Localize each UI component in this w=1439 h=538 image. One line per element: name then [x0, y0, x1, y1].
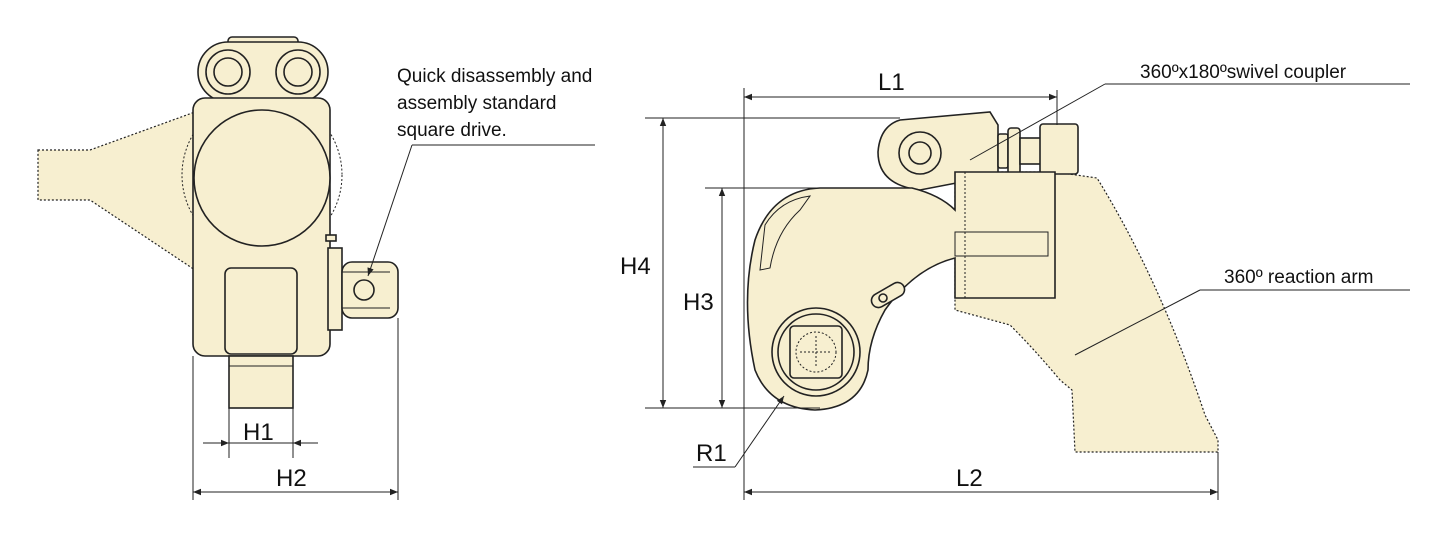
dim-l2-label: L2 [956, 465, 983, 492]
dim-h2-label: H2 [276, 465, 307, 492]
front-body-slot [759, 195, 812, 271]
side-view [37, 36, 595, 500]
coupler-neck [1019, 137, 1043, 165]
square-drive-pin [353, 279, 375, 301]
square-drive-flange [327, 247, 343, 331]
dim-h3-label: H3 [683, 289, 714, 316]
reaction-arm-label: 360º reaction arm [1224, 267, 1374, 288]
square-drive-note-line1: Quick disassembly and [397, 66, 592, 87]
side-bottom-stub [228, 355, 294, 409]
coupler-fitting [1039, 123, 1079, 175]
square-drive-note-line3: square drive. [397, 120, 507, 141]
square-drive-collar-top [325, 234, 337, 242]
dim-r1-label: R1 [696, 440, 727, 467]
swivel-roller-left-inner [213, 57, 243, 87]
side-reaction-arm-ghost [37, 111, 196, 272]
side-drive-circle [193, 109, 331, 247]
front-body-window [954, 231, 1049, 257]
dim-l1-label: L1 [878, 69, 905, 96]
square-drive-note-line2: assembly standard [397, 93, 556, 114]
swivel-roller-right-inner [283, 57, 313, 87]
front-view [645, 83, 1410, 500]
swivel-coupler-roller-inner [908, 141, 932, 165]
dim-h1-label: H1 [243, 419, 274, 446]
swivel-coupler-label: 360ºx180ºswivel coupler [1140, 62, 1347, 83]
dim-h4-label: H4 [620, 253, 651, 280]
side-lower-block [224, 267, 298, 355]
